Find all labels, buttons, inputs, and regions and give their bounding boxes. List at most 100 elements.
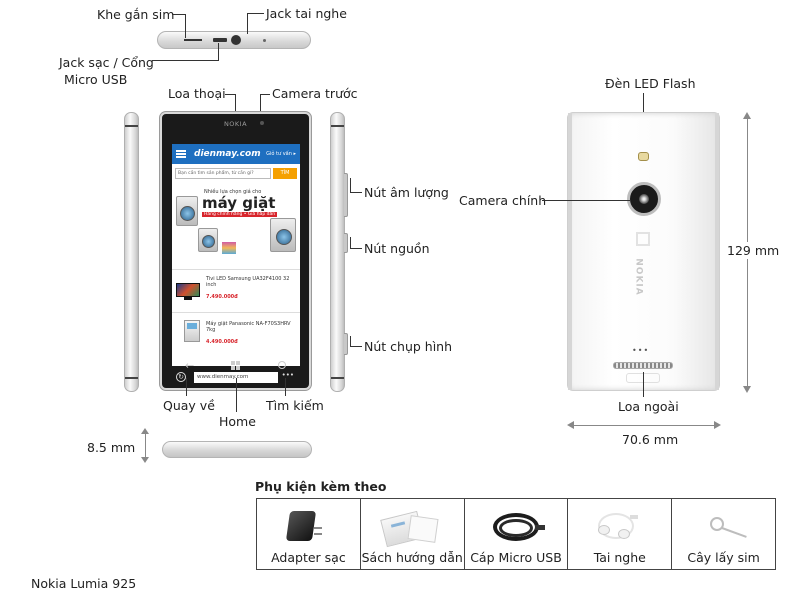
accessory-name: Cáp Micro USB: [470, 550, 562, 565]
product-1-price: 7.490.000đ: [206, 294, 238, 300]
screen-header-link: Giỏ tư vấn ▸: [266, 151, 296, 157]
leader-camerabtn-h: [350, 346, 362, 347]
label-headphone-jack: Jack tai nghe: [266, 6, 347, 21]
laundry-pack-image: [222, 242, 236, 254]
sim-ejector-icon: [672, 505, 775, 545]
leader-frontcam-h: [260, 94, 270, 95]
screen-search-input: Bạn cần tìm sản phẩm, từ cần gì?: [175, 168, 271, 179]
label-back-key: Quay về: [163, 398, 215, 413]
sim-slot: [184, 39, 202, 41]
label-charging-port-line1: Jack sạc / Cổng: [59, 55, 154, 70]
leader-volume-h: [350, 192, 362, 193]
windows-logo-icon: [231, 361, 240, 370]
tv-product-image: [176, 283, 200, 297]
leader-usb-v: [218, 43, 219, 61]
top-mic: [263, 39, 266, 42]
refresh-icon: ↻: [176, 372, 186, 382]
label-search-key: Tìm kiếm: [266, 398, 324, 413]
banner-tag: Hàng chính hãng • Giá hấp dẫn: [202, 212, 278, 217]
label-home-key: Home: [219, 414, 256, 429]
browser-url-field: www.dienmay.com: [194, 372, 278, 383]
label-sim-slot: Khe gắn sim: [97, 7, 175, 22]
leader-loudspeaker: [643, 372, 644, 397]
screen-search-button: TÌM: [273, 168, 297, 179]
washer-middle-image: [198, 228, 218, 252]
banner-title: máy giặt: [202, 194, 276, 212]
accessory-cell: Cây lấy sim: [672, 499, 775, 569]
micro-usb-port: [213, 38, 227, 42]
washer-right-image: [270, 218, 296, 252]
headphone-jack: [231, 35, 241, 45]
power-button: [344, 233, 348, 253]
accessory-cell: Sách hướng dẫn: [361, 499, 465, 569]
thickness-dimension-line: [145, 431, 146, 460]
phone-side-left: [124, 112, 139, 392]
leader-home-key: [236, 378, 237, 412]
led-flash: [638, 152, 649, 161]
label-width: 70.6 mm: [622, 432, 679, 447]
accessory-name: Sách hướng dẫn: [361, 550, 463, 565]
label-thickness: 8.5 mm: [87, 440, 136, 455]
browser-address-bar: ↻ www.dienmay.com •••: [172, 369, 300, 386]
label-charging-port-line2: Micro USB: [64, 72, 128, 87]
manual-icon: [361, 505, 464, 548]
banner-subtitle: Nhiều lựa chọn giá cho: [204, 189, 262, 195]
product-2-title: Máy giặt Panasonic NA-F70S3HRV 7kg: [206, 321, 291, 333]
washer-product-image: [184, 320, 200, 342]
label-volume-button: Nút âm lượng: [364, 185, 449, 200]
phone-top-view: [157, 31, 311, 49]
label-loudspeaker: Loa ngoài: [618, 399, 679, 414]
menu-icon: [176, 150, 186, 158]
label-camera-button: Nút chụp hình: [364, 339, 453, 354]
search-icon: [278, 361, 286, 369]
label-power-button: Nút nguồn: [364, 241, 430, 256]
back-contacts: •••: [632, 346, 650, 355]
model-name: Nokia Lumia 925: [31, 576, 137, 591]
phone-bottom-view: [162, 441, 312, 458]
accessory-cell: Tai nghe: [568, 499, 673, 569]
leader-camerabtn-v: [350, 336, 351, 347]
accessory-cell: Cáp Micro USB: [465, 499, 569, 569]
width-dimension-line: [570, 425, 718, 426]
leader-sim-v: [185, 14, 186, 38]
label-front-camera: Camera trước: [272, 86, 358, 101]
washer-left-image: [176, 196, 198, 226]
accessory-name: Cây lấy sim: [687, 550, 760, 565]
leader-main-camera: [542, 200, 630, 201]
leader-power-v: [350, 237, 351, 249]
product-2-price: 4.490.000đ: [206, 339, 238, 345]
back-brand: NOKIA: [633, 258, 644, 296]
leader-frontcam-v: [260, 94, 261, 124]
leader-usb-h: [152, 60, 218, 61]
back-logo-mark: [636, 232, 650, 246]
leader-jack-h: [247, 13, 264, 14]
phone-side-right: [330, 112, 348, 392]
leader-earpiece-v: [235, 94, 236, 118]
accessory-name: Tai nghe: [593, 550, 646, 565]
phone-screen: dienmay.com Giỏ tư vấn ▸ Bạn cần tìm sản…: [172, 144, 300, 366]
leader-power-h: [350, 248, 362, 249]
label-main-camera: Camera chính: [459, 193, 547, 208]
leader-earpiece-h: [225, 94, 235, 95]
leader-volume-v: [350, 178, 351, 193]
product-1-title: Tivi LED Samsung UA32F4100 32 inch: [206, 276, 290, 288]
leader-sim-h: [172, 14, 185, 15]
loudspeaker-grille: [613, 362, 673, 369]
accessory-name: Adapter sạc: [271, 550, 346, 565]
usb-cable-icon: [465, 505, 568, 545]
leader-search-key: [285, 378, 286, 396]
accessories-table: Adapter sạc Sách hướng dẫn Cáp Micro USB…: [256, 498, 776, 570]
label-height: 129 mm: [727, 242, 780, 259]
main-camera: [627, 182, 661, 216]
leader-jack-v: [247, 13, 248, 34]
accessories-title: Phụ kiện kèm theo: [255, 479, 387, 494]
label-earpiece: Loa thoại: [168, 86, 226, 101]
accessory-cell: Adapter sạc: [257, 499, 361, 569]
label-led-flash: Đèn LED Flash: [605, 76, 696, 91]
leader-back-key: [186, 378, 187, 396]
charger-icon: [257, 505, 360, 545]
screen-logo: dienmay.com: [194, 149, 261, 159]
screen-header-bar: dienmay.com Giỏ tư vấn ▸: [172, 144, 300, 164]
front-camera-lens: [260, 121, 264, 125]
volume-button: [344, 173, 348, 217]
